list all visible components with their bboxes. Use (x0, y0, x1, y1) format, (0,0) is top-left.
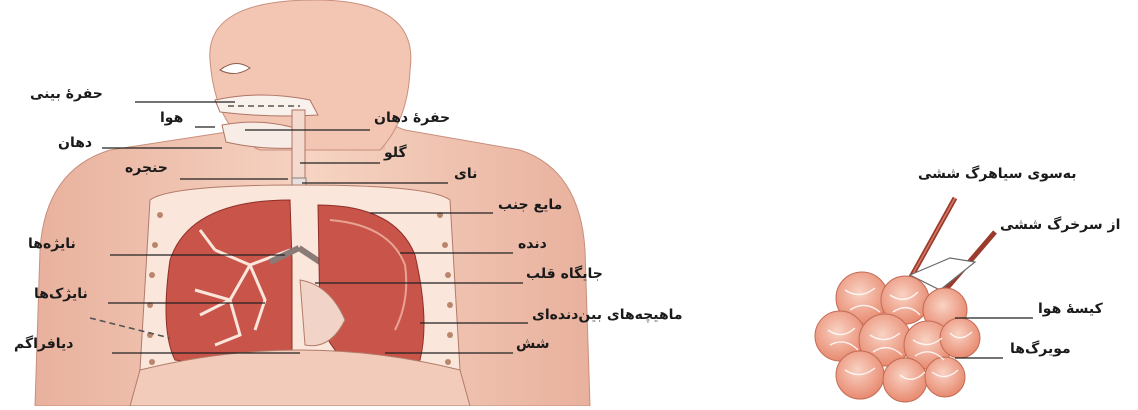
label-larynx: حنجره (125, 160, 168, 176)
label-lung: شش (516, 336, 550, 352)
alveolus-cluster-illustration (815, 198, 995, 402)
label-to-pulmonary-vein: به‌سوی سیاهرگ ششی (918, 166, 1077, 182)
label-throat: گلو (384, 145, 407, 161)
label-nasal-cavity: حفرهٔ بینی (30, 86, 103, 102)
label-bronchioles: نایژک‌ها (34, 286, 88, 302)
label-from-pulmonary-artery: از سرخرگ ششی (1000, 217, 1120, 233)
label-trachea: نای (454, 166, 477, 182)
label-air-sac: کیسهٔ هوا (1038, 301, 1103, 317)
label-capillaries: مویرگ‌ها (1010, 341, 1071, 357)
pharynx-shape (292, 110, 305, 178)
label-intercostal-muscles: ماهیچه‌های بین‌دنده‌ای (532, 307, 683, 323)
label-rib: دنده (518, 236, 547, 252)
label-bronchi: نایژه‌ها (28, 236, 76, 252)
label-pleural-fluid: مایع جنب (498, 197, 562, 213)
label-mouth: دهان (58, 135, 92, 151)
label-oral-cavity: حفرهٔ دهان (374, 110, 450, 126)
label-air: هوا (160, 110, 183, 126)
label-heart-place: جایگاه قلب (526, 266, 603, 282)
label-diaphragm: دیافراگم (14, 336, 74, 352)
